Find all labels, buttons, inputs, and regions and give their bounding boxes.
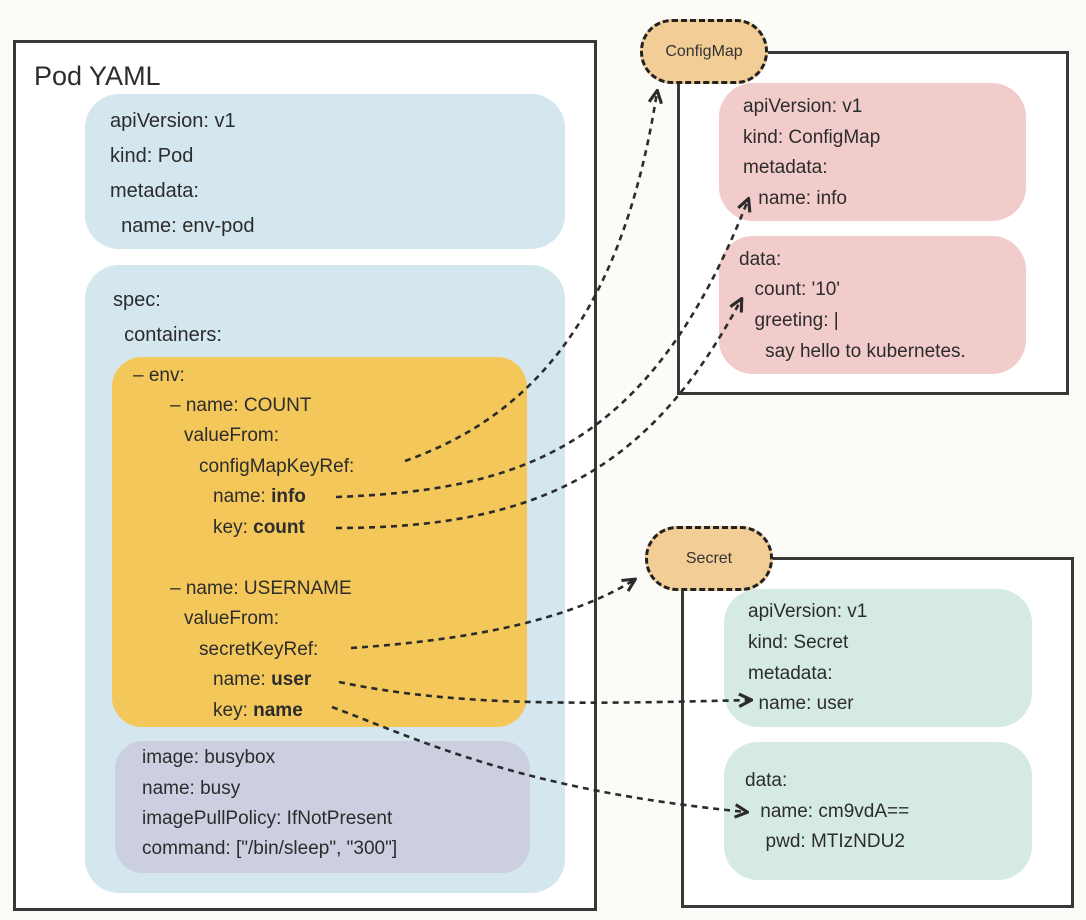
pod-spec-line: containers: xyxy=(113,324,222,346)
configmap-meta-line: metadata: xyxy=(743,157,828,178)
configmap-key-ref: count xyxy=(253,517,305,538)
container-line: name: busy xyxy=(142,778,241,799)
configmap-meta-line: kind: ConfigMap xyxy=(743,127,881,148)
env-line: – name: USERNAME xyxy=(170,578,352,599)
configmap-meta-line: apiVersion: v1 xyxy=(743,96,863,117)
secret-meta-line: metadata: xyxy=(748,663,833,684)
pod-meta-line: apiVersion: v1 xyxy=(110,110,236,132)
secret-meta-line: name: user xyxy=(748,693,854,714)
pod-meta-line: kind: Pod xyxy=(110,145,194,167)
env-line: configMapKeyRef: xyxy=(199,456,355,477)
secret-meta-line: kind: Secret xyxy=(748,632,849,653)
container-line: command: ["/bin/sleep", "300"] xyxy=(142,838,398,859)
pod-meta-line: metadata: xyxy=(110,180,199,202)
configmap-tag: ConfigMap xyxy=(640,19,768,84)
env-line: key: name xyxy=(213,696,303,726)
secret-metadata-block xyxy=(724,589,1032,727)
env-key: name: xyxy=(213,486,272,507)
configmap-data-line: say hello to kubernetes. xyxy=(744,341,966,362)
secret-data-line: name: cm9vdA== xyxy=(755,801,910,822)
pod-meta-line: name: env-pod xyxy=(110,215,255,237)
secret-data-block xyxy=(724,742,1032,880)
container-line: imagePullPolicy: IfNotPresent xyxy=(142,808,393,829)
configmap-name-ref: info xyxy=(271,486,306,507)
env-key: key: xyxy=(213,700,254,721)
configmap-data-block xyxy=(719,236,1026,374)
container-line: image: busybox xyxy=(142,747,276,768)
configmap-meta-line: name: info xyxy=(753,188,847,209)
secret-data-line: data: xyxy=(745,770,788,791)
env-line: valueFrom: xyxy=(184,608,280,629)
configmap-metadata-block xyxy=(719,83,1026,221)
env-line: name: user xyxy=(213,665,311,695)
secret-tag: Secret xyxy=(645,526,773,591)
env-line: key: count xyxy=(213,513,305,543)
pod-spec-line: spec: xyxy=(113,289,161,311)
env-line: secretKeyRef: xyxy=(199,639,319,660)
secret-meta-line: apiVersion: v1 xyxy=(748,601,868,622)
configmap-data-line: count: '10' xyxy=(744,279,840,300)
env-key: key: xyxy=(213,517,254,538)
configmap-data-line: data: xyxy=(739,249,782,270)
configmap-data-line: greeting: | xyxy=(744,310,839,331)
pod-yaml-title: Pod YAML xyxy=(34,61,161,91)
env-line: name: info xyxy=(213,482,306,512)
env-line: valueFrom: xyxy=(184,425,280,446)
secret-name-ref: user xyxy=(271,669,312,690)
secret-data-line: pwd: MTIzNDU2 xyxy=(755,831,905,852)
env-line: – name: COUNT xyxy=(170,395,312,416)
env-key: name: xyxy=(213,669,272,690)
secret-key-ref: name xyxy=(253,700,303,721)
env-line: – env: xyxy=(133,365,185,386)
